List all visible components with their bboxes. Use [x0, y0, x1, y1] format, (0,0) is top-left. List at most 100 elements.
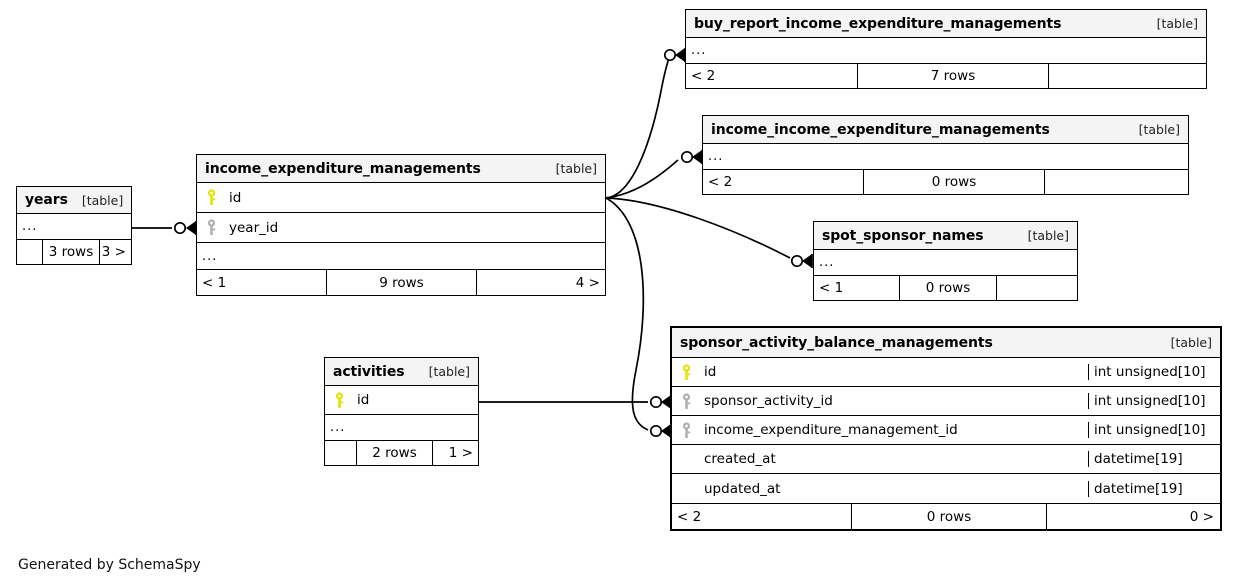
primary-key-icon — [678, 363, 695, 381]
column-cell: id — [197, 189, 605, 206]
table-row-column[interactable]: id int unsigned[10] — [672, 358, 1220, 387]
table-row-column[interactable]: income_expenditure_management_id int uns… — [672, 416, 1220, 445]
table-income-income-expenditure-managements[interactable]: income_income_expenditure_managements [t… — [702, 115, 1189, 195]
column-cell: id — [325, 391, 478, 409]
footer-children[interactable] — [1049, 64, 1206, 88]
table-years-title: years — [25, 192, 68, 208]
ellipsis-label: ... — [330, 420, 346, 435]
table-income-income-tag: [table] — [1138, 122, 1180, 137]
column-type: int unsigned[10] — [1088, 364, 1220, 380]
table-row-ellipsis: ... — [17, 214, 131, 239]
footer-parents[interactable]: < 1 — [197, 270, 327, 295]
footer-parents[interactable] — [325, 441, 357, 465]
table-row-column[interactable]: id — [325, 386, 478, 415]
table-buy-report-income-expenditure-managements[interactable]: buy_report_income_expenditure_management… — [685, 9, 1207, 89]
edge-iem-to-spot-sponsor — [605, 197, 791, 259]
footer-rowcount: 3 rows — [43, 240, 100, 264]
table-years-rows: ... — [17, 214, 131, 239]
footer-children[interactable]: 3 > — [101, 244, 126, 260]
footer-rowcount: 2 rows — [357, 441, 433, 465]
table-income-income-title: income_income_expenditure_managements — [711, 121, 1050, 138]
table-activities-tag: [table] — [428, 364, 470, 379]
table-row-column[interactable]: updated_at datetime[19] — [672, 474, 1220, 503]
column-type: datetime[19] — [1088, 451, 1220, 467]
footer-rowcount: 9 rows — [327, 270, 477, 295]
table-buy-report-header: buy_report_income_expenditure_management… — [686, 10, 1206, 38]
footer-children[interactable] — [1045, 170, 1188, 194]
table-income-income-footer: < 2 0 rows — [703, 169, 1188, 194]
ellipsis-label: ... — [819, 255, 835, 270]
table-iem-footer: < 1 9 rows 4 > — [197, 269, 605, 295]
footer-parents[interactable]: < 2 — [672, 504, 852, 529]
table-row-ellipsis: ... — [325, 415, 478, 440]
table-row-ellipsis: ... — [197, 243, 605, 269]
table-iem-title: income_expenditure_managements — [205, 160, 481, 177]
column-name: updated_at — [704, 480, 781, 497]
table-iem-tag: [table] — [555, 161, 597, 176]
edge-iem-to-buy-report — [605, 54, 671, 199]
table-sponsor-activity-balance-managements[interactable]: sponsor_activity_balance_managements [ta… — [670, 326, 1222, 531]
table-spot-sponsor-names[interactable]: spot_sponsor_names [table] ... < 1 0 row… — [813, 221, 1078, 301]
generated-by-caption: Generated by SchemaSpy — [18, 557, 201, 573]
table-years-tag: [table] — [81, 192, 124, 208]
primary-key-icon — [331, 391, 348, 409]
table-spot-sponsor-tag: [table] — [1027, 228, 1069, 243]
ellipsis-label: ... — [22, 219, 38, 234]
primary-key-icon — [203, 189, 220, 206]
table-activities-title: activities — [333, 363, 405, 380]
table-buy-report-footer: < 2 7 rows — [686, 63, 1206, 88]
table-sabm-tag: [table] — [1170, 335, 1212, 350]
table-row-column[interactable]: year_id — [197, 213, 605, 243]
table-spot-sponsor-title: spot_sponsor_names — [822, 227, 984, 244]
footer-parents[interactable]: < 1 — [814, 276, 900, 300]
table-sabm-title: sponsor_activity_balance_managements — [680, 334, 993, 351]
table-buy-report-rows: ... — [686, 38, 1206, 63]
table-income-income-header: income_income_expenditure_managements [t… — [703, 116, 1188, 144]
edge-iem-to-sabm — [605, 197, 649, 431]
table-row-ellipsis: ... — [703, 144, 1188, 169]
table-years-header: years [table] — [17, 187, 131, 214]
table-activities-rows: id ... — [325, 386, 478, 440]
footer-children[interactable]: 1 > — [448, 445, 473, 461]
column-name: sponsor_activity_id — [704, 393, 833, 409]
edge-iem-to-income-income — [605, 159, 679, 199]
footer-parents[interactable]: < 2 — [686, 64, 858, 88]
column-name: income_expenditure_management_id — [704, 422, 958, 438]
footer-children[interactable]: 4 > — [575, 274, 600, 291]
footer-children[interactable]: 0 > — [1189, 508, 1214, 525]
table-activities-header: activities [table] — [325, 358, 478, 386]
table-row-column[interactable]: sponsor_activity_id int unsigned[10] — [672, 387, 1220, 416]
column-type: int unsigned[10] — [1088, 422, 1220, 438]
column-cell: id — [672, 363, 1088, 381]
table-row-ellipsis: ... — [686, 38, 1206, 63]
column-type: int unsigned[10] — [1088, 393, 1220, 409]
column-name: year_id — [229, 219, 279, 236]
footer-parents[interactable] — [17, 240, 43, 264]
table-income-income-rows: ... — [703, 144, 1188, 169]
table-activities[interactable]: activities [table] id ... 2 rows 1 > — [324, 357, 479, 466]
table-row-ellipsis: ... — [814, 250, 1077, 275]
column-cell: sponsor_activity_id — [672, 392, 1088, 410]
ellipsis-label: ... — [708, 149, 724, 164]
foreign-key-icon — [203, 219, 220, 236]
table-income-expenditure-managements[interactable]: income_expenditure_managements [table] i… — [196, 154, 606, 296]
table-row-column[interactable]: id — [197, 183, 605, 213]
column-cell: created_at — [672, 451, 1088, 467]
column-cell: year_id — [197, 219, 605, 236]
table-buy-report-tag: [table] — [1156, 16, 1198, 31]
footer-children[interactable] — [997, 276, 1077, 300]
table-iem-rows: id year_id ... — [197, 183, 605, 269]
table-sabm-header: sponsor_activity_balance_managements [ta… — [672, 328, 1220, 358]
table-row-column[interactable]: created_at datetime[19] — [672, 445, 1220, 474]
column-name: id — [704, 364, 717, 380]
footer-rowcount: 0 rows — [900, 276, 997, 300]
table-sabm-rows: id int unsigned[10] sponsor_activity_id … — [672, 358, 1220, 503]
table-spot-sponsor-footer: < 1 0 rows — [814, 275, 1077, 300]
table-years[interactable]: years [table] ... 3 rows 3 > — [16, 186, 132, 265]
footer-rowcount: 0 rows — [864, 170, 1045, 194]
footer-parents[interactable]: < 2 — [703, 170, 864, 194]
column-cell: income_expenditure_management_id — [672, 421, 1088, 439]
column-name: created_at — [704, 451, 776, 467]
table-years-footer: 3 rows 3 > — [17, 239, 131, 264]
